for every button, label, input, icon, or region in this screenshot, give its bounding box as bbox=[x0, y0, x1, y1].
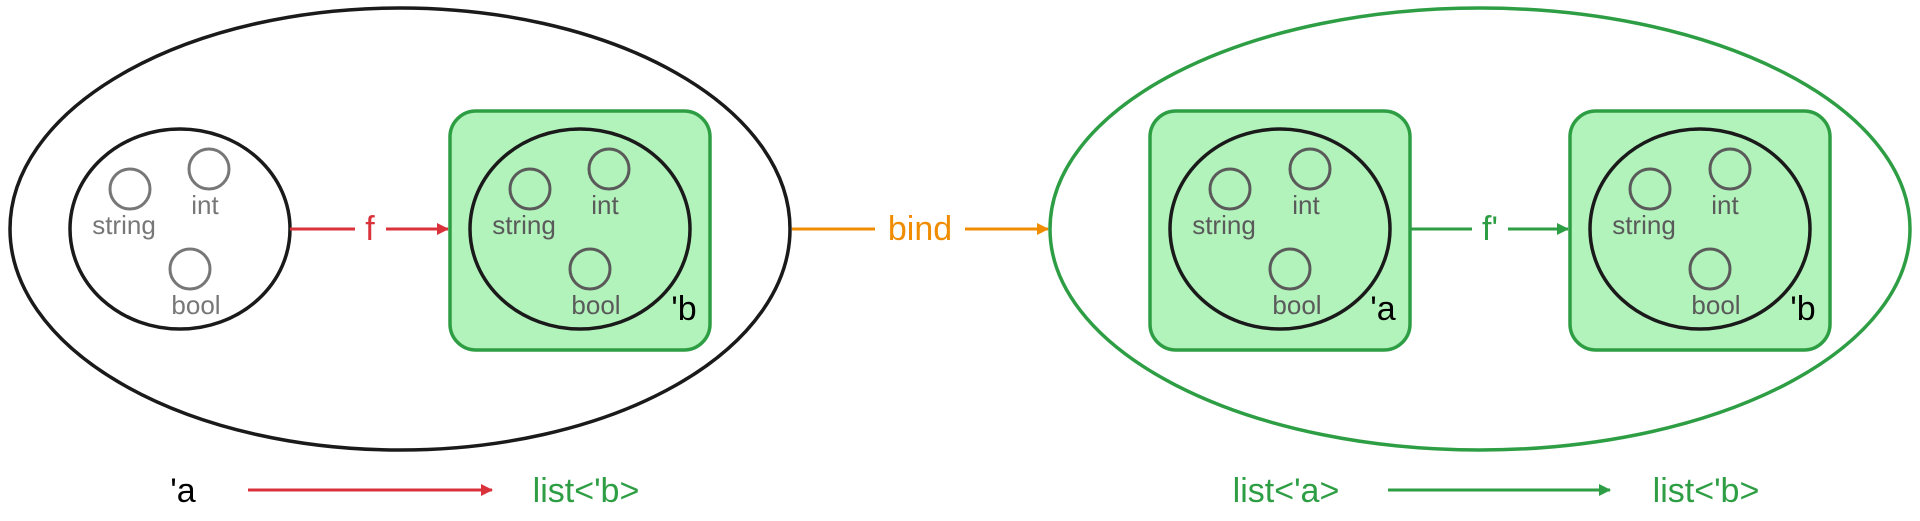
right-type-a-box: string int bool 'a bbox=[1148, 109, 1412, 352]
right-signature-from: list<'a> bbox=[1233, 472, 1340, 510]
bool-type-icon bbox=[568, 247, 612, 291]
bind-label: bind bbox=[888, 210, 952, 248]
left-type-a-set: string int bool bbox=[68, 127, 292, 331]
type-b-label: 'b bbox=[1790, 290, 1815, 328]
right-signature-to: list<'b> bbox=[1653, 472, 1760, 510]
bool-type-icon bbox=[168, 247, 212, 291]
f-prime-arrow: f' bbox=[1410, 210, 1569, 248]
left-signature-to: list<'b> bbox=[533, 472, 640, 510]
f-arrow: f bbox=[290, 210, 449, 248]
int-type-label: int bbox=[191, 190, 219, 220]
int-type-icon bbox=[1708, 147, 1752, 191]
right-signature: list<'a> list<'b> bbox=[1233, 472, 1760, 510]
string-type-label: string bbox=[1192, 210, 1256, 240]
int-type-icon bbox=[587, 147, 631, 191]
bool-type-label: bool bbox=[571, 290, 620, 320]
right-type-b-box: string int bool 'b bbox=[1568, 109, 1832, 352]
left-outer-ellipse bbox=[8, 6, 792, 452]
bool-type-label: bool bbox=[1272, 290, 1321, 320]
type-a-label: 'a bbox=[1370, 290, 1395, 328]
bind-arrow: bind bbox=[792, 210, 1049, 248]
f-arrow-label: f bbox=[365, 210, 375, 248]
int-type-icon bbox=[187, 147, 231, 191]
string-type-icon bbox=[1208, 167, 1252, 211]
string-type-label: string bbox=[92, 210, 156, 240]
bool-type-icon bbox=[1268, 247, 1312, 291]
int-type-icon bbox=[1288, 147, 1332, 191]
bool-type-icon bbox=[1688, 247, 1732, 291]
string-type-icon bbox=[108, 167, 152, 211]
type-b-label: 'b bbox=[671, 290, 696, 328]
left-type-b-box: string int bool 'b bbox=[448, 109, 712, 352]
string-type-icon bbox=[1628, 167, 1672, 211]
bool-type-label: bool bbox=[1691, 290, 1740, 320]
f-prime-arrow-label: f' bbox=[1482, 210, 1498, 248]
int-type-label: int bbox=[1711, 190, 1739, 220]
left-signature: 'a list<'b> bbox=[170, 472, 639, 510]
left-signature-from: 'a bbox=[170, 472, 195, 510]
string-type-icon bbox=[508, 167, 552, 211]
string-type-label: string bbox=[492, 210, 556, 240]
int-type-label: int bbox=[1292, 190, 1320, 220]
string-type-label: string bbox=[1612, 210, 1676, 240]
right-outer-ellipse bbox=[1048, 6, 1912, 452]
bool-type-label: bool bbox=[171, 290, 220, 320]
int-type-label: int bbox=[591, 190, 619, 220]
